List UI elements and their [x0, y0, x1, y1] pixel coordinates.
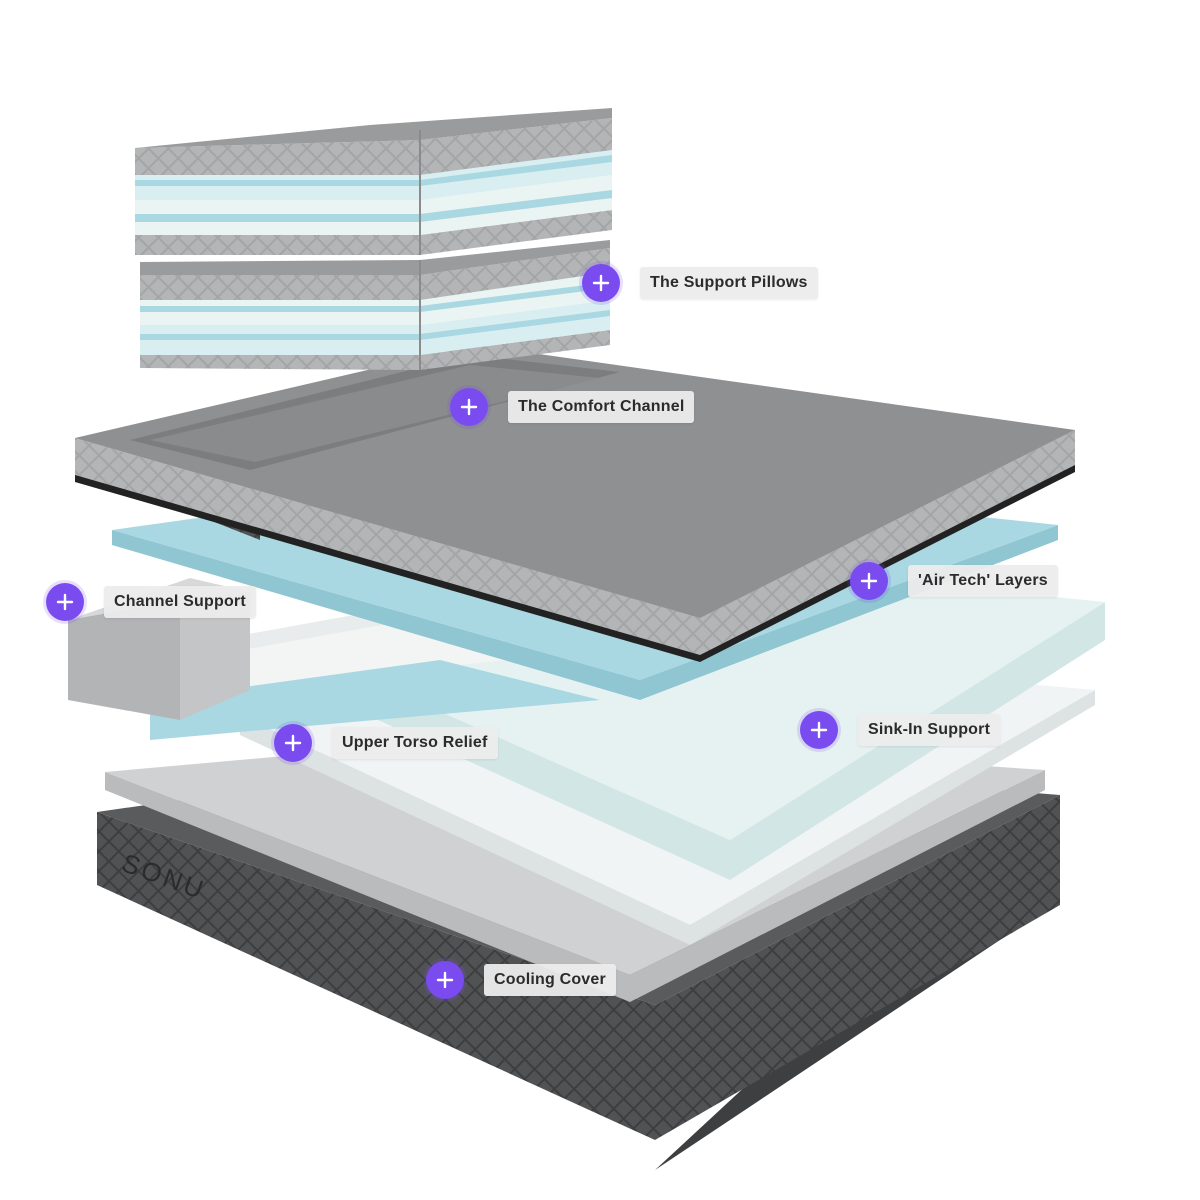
plus-icon[interactable]: [850, 562, 888, 600]
plus-icon[interactable]: [274, 724, 312, 762]
plus-icon[interactable]: [582, 264, 620, 302]
plus-icon[interactable]: [46, 583, 84, 621]
hotspot-label[interactable]: Channel Support: [104, 586, 256, 618]
hotspot-air-tech-layers[interactable]: 'Air Tech' Layers: [850, 562, 1058, 600]
plus-icon[interactable]: [450, 388, 488, 426]
plus-icon[interactable]: [426, 961, 464, 999]
hotspot-label[interactable]: The Support Pillows: [640, 267, 818, 299]
hotspot-label[interactable]: Upper Torso Relief: [332, 727, 498, 759]
hotspot-sink-in-support[interactable]: Sink-In Support: [800, 711, 1001, 749]
hotspot-cooling-cover[interactable]: Cooling Cover: [426, 961, 616, 999]
hotspot-label[interactable]: 'Air Tech' Layers: [908, 565, 1058, 597]
comfort-top-layer: [75, 345, 1075, 662]
hotspot-support-pillows[interactable]: The Support Pillows: [582, 264, 818, 302]
hotspot-label[interactable]: The Comfort Channel: [508, 391, 695, 423]
support-pillows-stack: [135, 108, 612, 370]
hotspot-channel-support[interactable]: Channel Support: [46, 583, 256, 621]
hotspot-label[interactable]: Sink-In Support: [858, 714, 1001, 746]
hotspot-upper-torso-relief[interactable]: Upper Torso Relief: [274, 724, 498, 762]
hotspot-comfort-channel[interactable]: The Comfort Channel: [450, 388, 695, 426]
plus-icon[interactable]: [800, 711, 838, 749]
hotspot-label[interactable]: Cooling Cover: [484, 964, 616, 996]
